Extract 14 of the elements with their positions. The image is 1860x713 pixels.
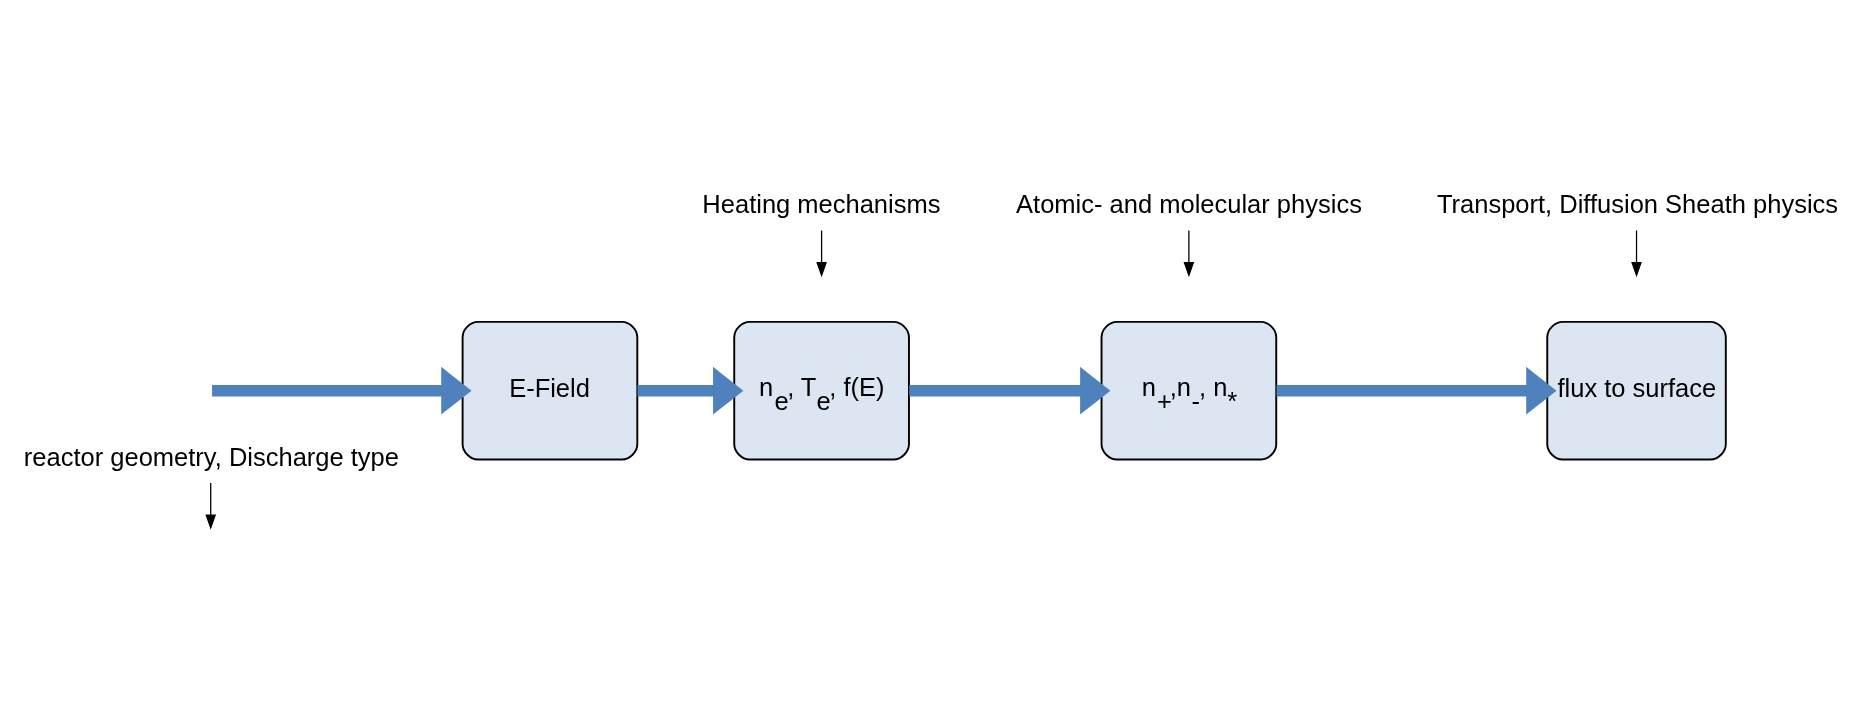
node-box: E-Field xyxy=(461,320,639,461)
arrow xyxy=(205,482,217,530)
arrow xyxy=(816,229,827,278)
arrow xyxy=(909,366,1111,415)
node-text: Transport, Diffusion Sheath physics xyxy=(1436,190,1839,219)
arrow xyxy=(1631,229,1642,278)
arrow xyxy=(637,366,744,415)
node-box: flux to surface xyxy=(1546,320,1727,461)
node-text: Heating mechanisms xyxy=(702,190,941,219)
arrow xyxy=(1276,366,1557,415)
node-text: reactor geometry, Discharge type xyxy=(23,442,399,471)
arrow xyxy=(1183,229,1195,278)
node-text: Atomic- and molecular physics xyxy=(1016,190,1362,219)
arrow xyxy=(212,366,472,415)
